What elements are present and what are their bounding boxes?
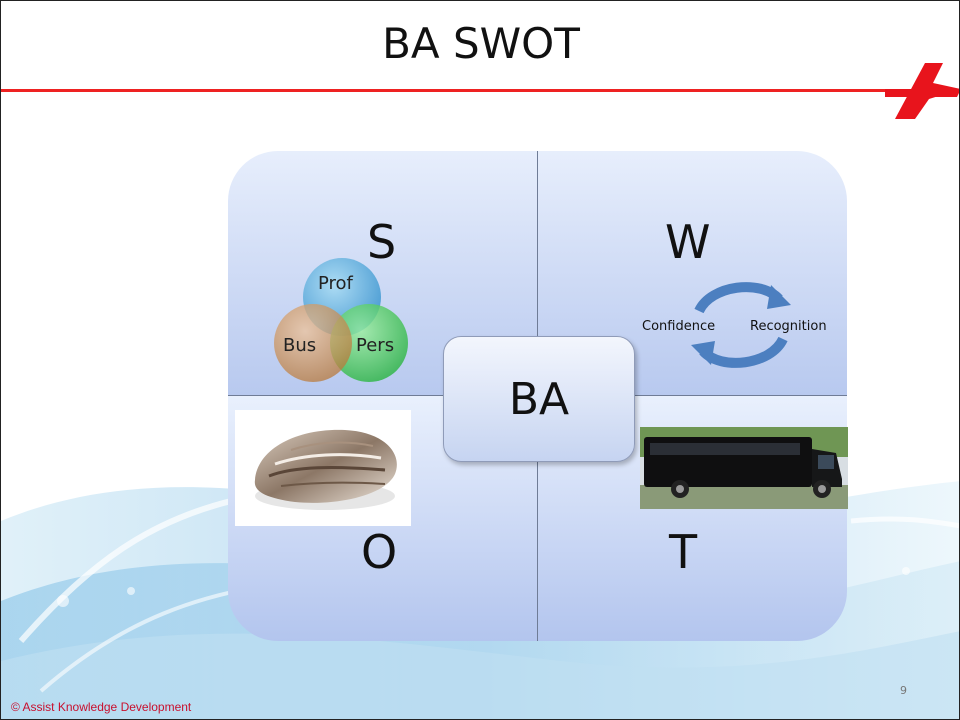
slide-title: BA SWOT	[382, 19, 580, 68]
oyster-shell-icon	[254, 429, 397, 510]
red-a-logo-icon	[885, 63, 959, 119]
venn-circle-bus	[274, 304, 352, 382]
quadrant-letter-t: T	[669, 525, 698, 579]
venn-label-pers: Pers	[356, 335, 395, 356]
quadrant-letter-o: O	[361, 525, 398, 579]
black-bus-icon	[640, 427, 848, 509]
bus-photo	[640, 427, 848, 509]
venn-circle-pers	[330, 304, 408, 382]
page-number: 9	[900, 684, 907, 697]
venn-label-prof: Prof	[318, 273, 353, 294]
title-divider	[1, 89, 911, 92]
cycle-label-recognition: Recognition	[750, 319, 827, 334]
venn-diagram	[274, 258, 408, 382]
center-ba-label: BA	[508, 373, 570, 425]
venn-label-bus: Bus	[283, 335, 317, 356]
footer-copyright: © Assist Knowledge Development	[11, 700, 192, 714]
quadrant-letter-s: S	[367, 215, 397, 269]
cycle-arrows-icon	[691, 282, 791, 368]
center-ba-box: BA	[443, 336, 635, 462]
quadrant-letter-w: W	[665, 215, 711, 269]
cycle-label-confidence: Confidence	[642, 319, 716, 334]
oyster-photo	[235, 410, 411, 526]
